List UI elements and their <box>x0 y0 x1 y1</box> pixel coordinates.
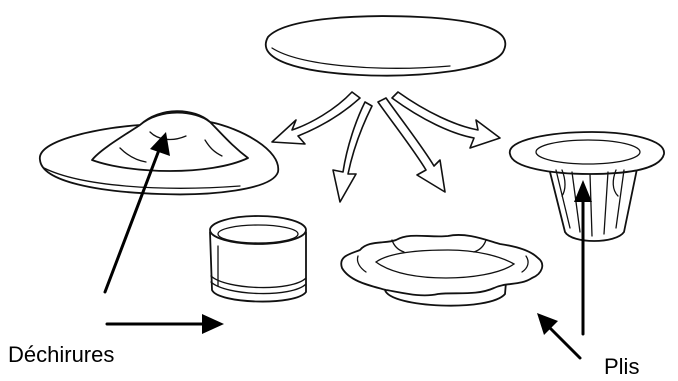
straight-cup-shape-icon <box>209 215 307 303</box>
folds-label: Plis <box>604 354 640 379</box>
arrow-to-flared-cup <box>391 91 501 149</box>
tears-label: Déchirures <box>8 342 115 367</box>
flat-disc-blank-icon <box>265 15 507 77</box>
tears-arrow-to-hat <box>103 132 170 294</box>
folds-arrow-to-dish <box>537 313 582 360</box>
forming-arrows <box>271 91 501 203</box>
tears-arrow-to-cup <box>105 314 224 334</box>
arrow-to-cup <box>332 101 373 203</box>
arrow-to-hat <box>271 91 361 145</box>
flared-pleated-cup-shape-icon <box>509 131 665 242</box>
wavy-rim-dish-shape-icon <box>340 234 544 307</box>
arrow-to-dish <box>377 97 446 193</box>
folds-arrow-to-flared-cup <box>574 180 592 336</box>
